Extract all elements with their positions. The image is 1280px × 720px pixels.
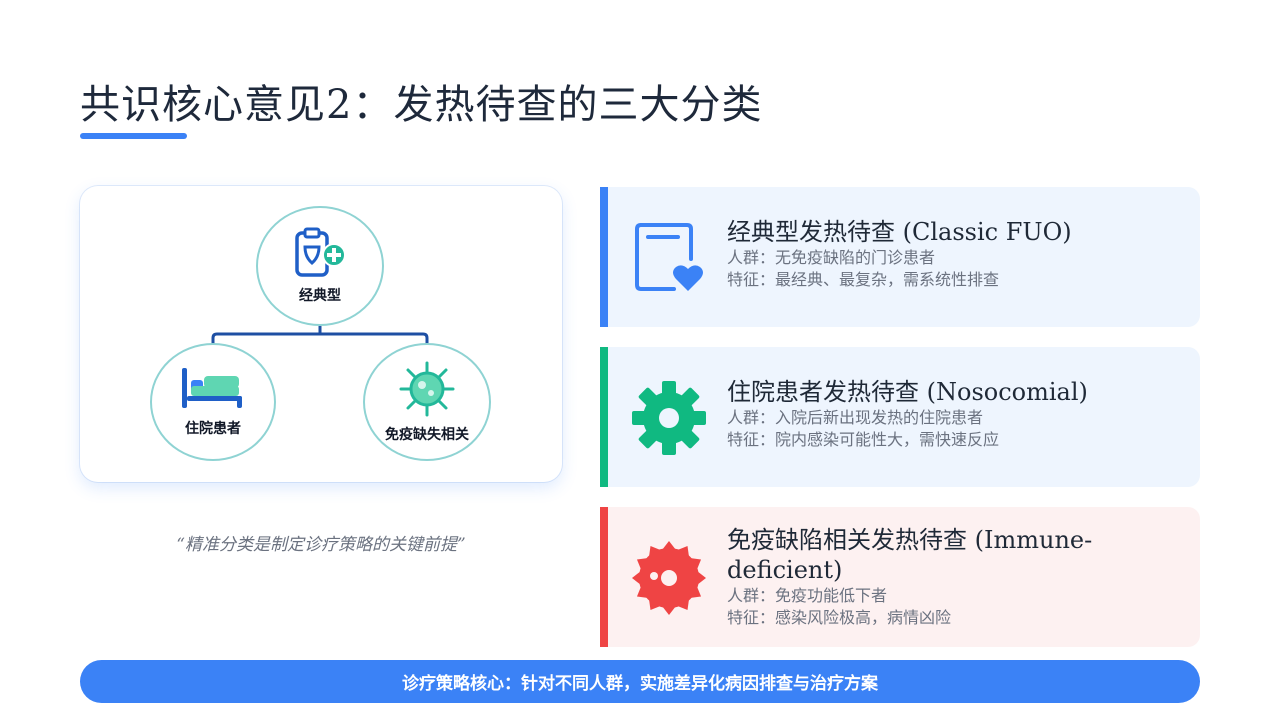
accent-bar [600, 347, 608, 487]
tree-connector [211, 326, 429, 346]
hospital-bed-icon [182, 368, 242, 408]
card-text: 住院患者发热待查 (Nosocomial) 人群：入院后新出现发热的住院患者 特… [727, 377, 1177, 451]
accent-bar [600, 187, 608, 327]
accent-bar [600, 507, 608, 647]
card-population: 人群：入院后新出现发热的住院患者 [727, 408, 984, 427]
card-population: 人群：免疫功能低下者 [727, 586, 888, 605]
category-card-immune: 免疫缺陷相关发热待查 (Immune-deficient) 人群：免疫功能低下者… [600, 507, 1200, 647]
card-title: 免疫缺陷相关发热待查 (Immune-deficient) [727, 526, 1093, 584]
key-quote: “精准分类是制定诊疗策略的关键前提” [176, 535, 466, 555]
virus-icon [399, 361, 455, 417]
title-underline [80, 133, 187, 139]
page-title: 共识核心意见2：发热待查的三大分类 [80, 82, 763, 128]
gear-icon [632, 381, 706, 455]
strategy-banner: 诊疗策略核心：针对不同人群，实施差异化病因排查与治疗方案 [80, 660, 1200, 703]
category-card-classic: 经典型发热待查 (Classic FUO) 人群：无免疫缺陷的门诊患者 特征：最… [600, 187, 1200, 327]
card-population: 人群：无免疫缺陷的门诊患者 [727, 248, 936, 267]
category-card-nosocomial: 住院患者发热待查 (Nosocomial) 人群：入院后新出现发热的住院患者 特… [600, 347, 1200, 487]
clipboard-medical-icon [295, 227, 346, 277]
card-feature: 特征：感染风险极高，病情凶险 [727, 608, 952, 627]
node-classic-label: 经典型 [299, 288, 341, 304]
virus-badge-icon [632, 541, 706, 615]
card-text: 经典型发热待查 (Classic FUO) 人群：无免疫缺陷的门诊患者 特征：最… [727, 217, 1177, 291]
card-text: 免疫缺陷相关发热待查 (Immune-deficient) 人群：免疫功能低下者… [727, 525, 1177, 629]
classification-diagram: 经典型 住院患者 [80, 186, 562, 482]
card-feature: 特征：最经典、最复杂，需系统性排查 [727, 270, 1000, 289]
node-inpatient: 住院患者 [150, 343, 276, 461]
card-title: 住院患者发热待查 (Nosocomial) [727, 378, 1088, 406]
card-title: 经典型发热待查 (Classic FUO) [727, 218, 1072, 246]
card-feature: 特征：院内感染可能性大，需快速反应 [727, 430, 1000, 449]
document-heart-icon [635, 223, 703, 291]
node-inpatient-label: 住院患者 [185, 421, 241, 437]
node-immune-label: 免疫缺失相关 [385, 427, 469, 443]
node-classic: 经典型 [256, 206, 384, 326]
node-immune: 免疫缺失相关 [363, 343, 491, 461]
